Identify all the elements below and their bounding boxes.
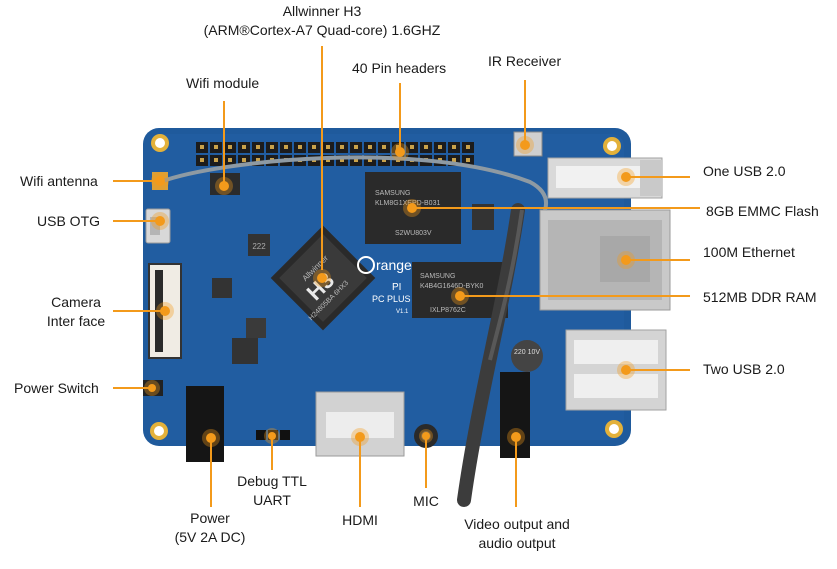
model-line1: PI [392,282,401,293]
capacitor-label: 220 10V [514,349,540,356]
header-pin-tip [200,158,204,162]
header-pin-tip [396,145,400,149]
header-pin-tip [256,145,260,149]
header-pin-tip [214,158,218,162]
header-pin-tip [242,145,246,149]
header-pin-tip [326,158,330,162]
label-camera-line1: Camera [51,294,101,310]
header-pin-tip [326,145,330,149]
label-wifi-antenna: Wifi antenna [20,173,98,189]
header-pin-tip [340,158,344,162]
header-pin-tip [228,145,232,149]
header-pin-tip [354,158,358,162]
label-camera-line2: Inter face [46,313,106,329]
header-pin-tip [438,145,442,149]
emmc-chip-line3: S2WU803V [395,230,432,237]
ddr-chip-line2: K4B4G1646D-BYK0 [420,283,484,290]
model-line3: V1.1 [396,309,409,315]
inductor [248,234,270,256]
header-pin-tip [214,145,218,149]
header-pin-tip [382,145,386,149]
label-cpu-line2: (ARM®Cortex-A7 Quad-core) 1.6GHZ [203,22,441,38]
label-wifi-module: Wifi module [186,75,260,91]
label-usb-otg: USB OTG [37,213,101,229]
header-pin-tip [466,158,470,162]
header-pin-tip [284,145,288,149]
header-pin-tip [200,145,204,149]
label-ddr: 512MB DDR RAM [703,289,817,305]
header-pin-tip [242,158,246,162]
header-pin-tip [410,145,414,149]
header-pin-tip [312,145,316,149]
label-emmc: 8GB EMMC Flash [706,203,819,219]
ddr-chip-line1: SAMSUNG [420,273,455,280]
logo-mark [357,256,375,274]
header-pin-tip [298,145,302,149]
label-power-line1: Power [190,510,230,526]
label-debug-line2: UART [253,492,291,508]
label-power-line2: (5V 2A DC) [174,529,246,545]
label-one-usb: One USB 2.0 [703,163,786,179]
ddr-chip-line3: IXLP8762C [430,307,466,314]
header-pin-tip [452,145,456,149]
logo-text: range [376,257,412,273]
header-pin-tip [424,145,428,149]
model-line2: PC PLUS [372,294,411,304]
inductor-3 [246,318,266,338]
label-video-line1: Video output and [464,516,570,532]
callout-dots [144,136,635,447]
inductor-2 [232,338,258,364]
header-pin-tip [270,145,274,149]
wifi-antenna-cable [159,155,549,211]
header-pin-tip [256,158,260,162]
label-debug-line1: Debug TTL [237,473,307,489]
label-pin-headers: 40 Pin headers [352,60,447,76]
power-jack [186,386,224,462]
label-two-usb: Two USB 2.0 [703,361,785,377]
label-ir-receiver: IR Receiver [488,53,562,69]
header-pin-tip [228,158,232,162]
ddr-chip [412,262,508,318]
capacitor [511,340,543,372]
label-mic: MIC [413,493,439,509]
header-pin-tip [466,145,470,149]
emmc-chip-line2: KLM8G1XEPD-B031 [375,200,440,207]
header-pin-tip [340,145,344,149]
header-pin-tip [452,158,456,162]
leader-lines [113,46,700,507]
label-ethernet: 100M Ethernet [703,244,795,260]
inductor-label: 222 [252,242,266,251]
header-pin-tip [382,158,386,162]
label-power-switch: Power Switch [14,380,99,396]
emmc-chip-line1: SAMSUNG [375,190,410,197]
label-cpu-line1: Allwinner H3 [282,3,362,19]
small-chip [212,278,232,298]
header-pin-tip [368,145,372,149]
small-regulator-chip [472,204,494,230]
label-video-line2: audio output [478,535,556,551]
header-pin-tip [368,158,372,162]
pcb-board-inner-shade [150,134,624,440]
header-pin-tip [354,145,358,149]
label-hdmi: HDMI [342,512,378,528]
